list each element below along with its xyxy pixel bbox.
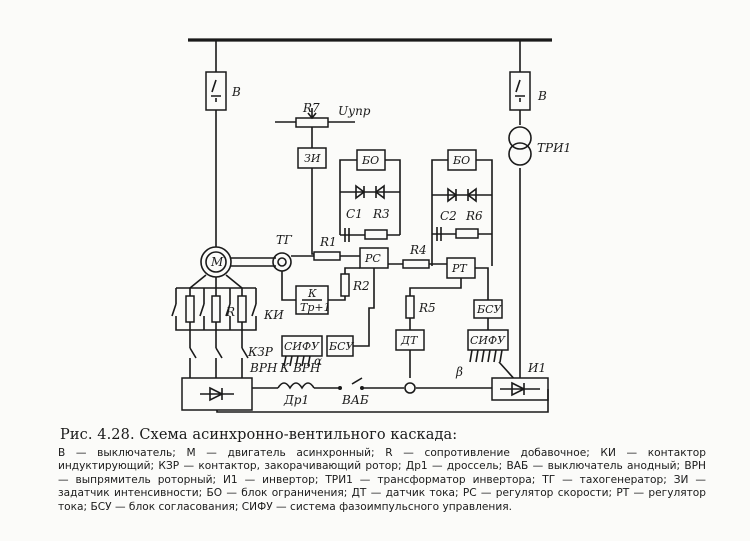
svg-text:ЗИ: ЗИ [304, 152, 321, 165]
r2-label: R2 [352, 279, 370, 293]
breaker-left [205, 71, 227, 111]
kzr-label: КЗР [247, 345, 274, 359]
rs-block: РС [359, 247, 389, 269]
svg-text:БО: БО [361, 154, 379, 167]
sifu-block-left: СИФУ [281, 335, 323, 357]
r-label: R [225, 305, 235, 319]
figure-legend: В — выключатель; М — двигатель асинхронн… [58, 447, 706, 513]
alpha-label: α [314, 354, 322, 368]
bo-block-right: БО [447, 149, 477, 171]
breaker-right-label: В [537, 89, 547, 103]
svg-text:РТ: РТ [451, 262, 468, 275]
svg-text:БСУ: БСУ [328, 340, 355, 353]
transformer-tri1 [508, 126, 532, 166]
i1-label: И1 [527, 361, 546, 375]
r1-label: R1 [319, 235, 337, 249]
sifu-block-right: СИФУ [467, 329, 509, 351]
u-upr-label: Uупр [338, 104, 371, 118]
rotor-rectifier-vrn [181, 377, 253, 411]
rotor-resistors-r [185, 295, 247, 323]
resistor-r1 [313, 251, 341, 261]
current-shunt [404, 382, 416, 394]
bo-block-left: БО [356, 149, 386, 171]
svg-text:Тр+1: Тр+1 [300, 301, 331, 314]
motor-m: M [200, 246, 232, 278]
zi-block: ЗИ [297, 147, 327, 169]
svg-text:К: К [307, 287, 317, 300]
tg-label: ТГ [276, 233, 293, 247]
r5-label: R5 [418, 301, 436, 315]
filter-block-k: К Тр+1 [295, 285, 331, 315]
breaker-left-label: В [231, 85, 241, 99]
resistor-r4 [402, 259, 430, 269]
breaker-right [509, 71, 531, 111]
svg-text:СИФУ: СИФУ [284, 340, 320, 353]
svg-text:M: M [210, 255, 224, 269]
svg-text:БО: БО [452, 154, 470, 167]
beta-label: β [455, 365, 463, 379]
resistor-r2 [340, 273, 350, 297]
bsu-block-right: БСУ [473, 299, 503, 319]
r7-label: R7 [302, 101, 320, 115]
choke-dr1 [277, 382, 315, 390]
ki-label: КИ [263, 308, 284, 322]
svg-text:РС: РС [364, 252, 381, 265]
svg-text:СИФУ: СИФУ [470, 334, 506, 347]
c1-label: C1 [346, 207, 363, 221]
k-vrn-label: К ВРН [279, 361, 321, 375]
c2-label: C2 [440, 209, 457, 223]
dr1-label: Др1 [283, 393, 309, 407]
vab-label: ВАБ [341, 393, 369, 407]
r6-label: R6 [465, 209, 483, 223]
r4-label: R4 [409, 243, 427, 257]
inverter-i1 [491, 377, 549, 401]
tachogenerator-tg [272, 252, 292, 272]
rt-block: РТ [446, 257, 476, 279]
vrn-label: ВРН [249, 361, 278, 375]
resistor-r5 [405, 295, 415, 319]
bsu-block-left: БСУ [326, 335, 355, 357]
r3-label: R3 [372, 207, 390, 221]
tri1-label: ТРИ1 [537, 141, 571, 155]
figure-caption: Рис. 4.28. Схема асинхронно-вентильного … [60, 427, 458, 443]
circuit-diagram: В В ТРИ1 R7 Uупр ЗИ БО C1 R3 БО C2 R6 [171, 38, 571, 413]
svg-text:БСУ: БСУ [476, 303, 503, 316]
dt-block: ДТ [395, 329, 425, 351]
svg-text:ДТ: ДТ [400, 334, 419, 347]
